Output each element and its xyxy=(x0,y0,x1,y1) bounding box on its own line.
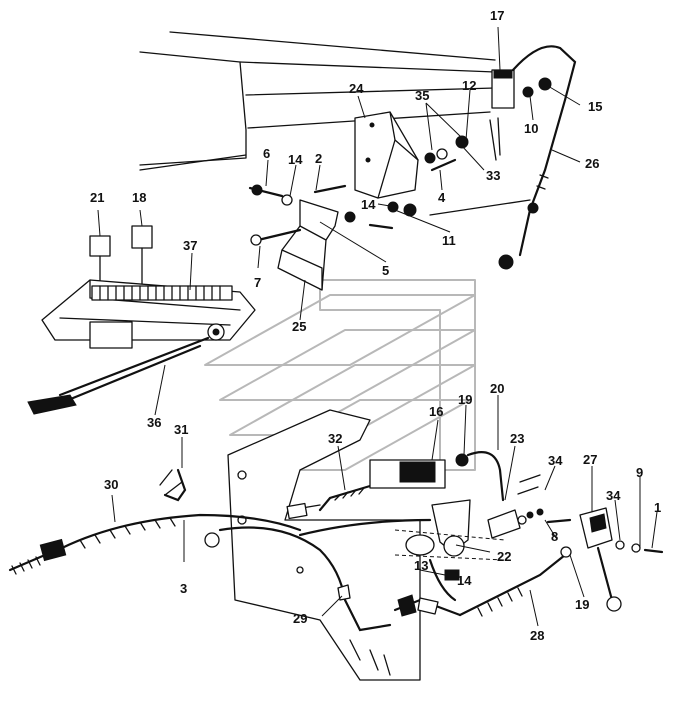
callout-19-lower: 19 xyxy=(575,597,589,612)
callout-labels: 1 2 3 4 5 6 7 8 9 10 11 12 13 14 14 14 1… xyxy=(90,8,661,643)
callout-33: 33 xyxy=(486,168,500,183)
callout-37: 37 xyxy=(183,238,197,253)
cable-assembly xyxy=(286,451,505,520)
callout-31: 31 xyxy=(174,422,188,437)
callout-6: 6 xyxy=(263,146,270,161)
callout-19-upper: 19 xyxy=(458,392,472,407)
callout-4: 4 xyxy=(438,190,446,205)
callout-3: 3 xyxy=(180,581,187,596)
callout-21: 21 xyxy=(90,190,104,205)
leader-lines xyxy=(97,26,658,627)
callout-12: 12 xyxy=(462,78,476,93)
wiring-harness xyxy=(8,468,572,632)
callout-13: 13 xyxy=(414,558,428,573)
callout-2: 2 xyxy=(315,151,322,166)
callout-14-mid: 14 xyxy=(361,197,376,212)
callout-27: 27 xyxy=(583,452,597,467)
callout-35: 35 xyxy=(415,88,429,103)
callout-29: 29 xyxy=(293,611,307,626)
callout-32: 32 xyxy=(328,431,342,446)
lower-mounting-plate xyxy=(227,409,421,681)
fasteners-top xyxy=(248,117,501,246)
callout-9: 9 xyxy=(636,465,643,480)
mounting-plate xyxy=(277,199,339,291)
sensor-unit xyxy=(429,45,577,270)
fuse-box xyxy=(27,279,256,415)
callout-25: 25 xyxy=(292,319,306,334)
callout-22: 22 xyxy=(497,549,511,564)
mounting-bracket xyxy=(354,111,419,199)
callout-36: 36 xyxy=(147,415,161,430)
callout-34-right: 34 xyxy=(606,488,621,503)
callout-14-top: 14 xyxy=(288,152,303,167)
dashboard-panel xyxy=(139,31,496,171)
callout-28: 28 xyxy=(530,628,544,643)
callout-23: 23 xyxy=(510,431,524,446)
callout-30: 30 xyxy=(104,477,118,492)
callout-10: 10 xyxy=(524,121,538,136)
callout-11: 11 xyxy=(442,233,456,248)
callout-14-lower: 14 xyxy=(457,573,472,588)
callout-17: 17 xyxy=(490,8,504,23)
callout-24: 24 xyxy=(349,81,364,96)
callout-26: 26 xyxy=(585,156,599,171)
callout-1: 1 xyxy=(654,500,661,515)
callout-7: 7 xyxy=(254,275,261,290)
callout-5: 5 xyxy=(382,263,389,278)
switch-assembly xyxy=(546,507,664,612)
callout-16: 16 xyxy=(429,404,443,419)
callout-8: 8 xyxy=(551,529,558,544)
callout-34-mid: 34 xyxy=(548,453,563,468)
callout-20: 20 xyxy=(490,381,504,396)
lever-linkage xyxy=(394,474,544,561)
callout-15: 15 xyxy=(588,99,602,114)
callout-18: 18 xyxy=(132,190,146,205)
